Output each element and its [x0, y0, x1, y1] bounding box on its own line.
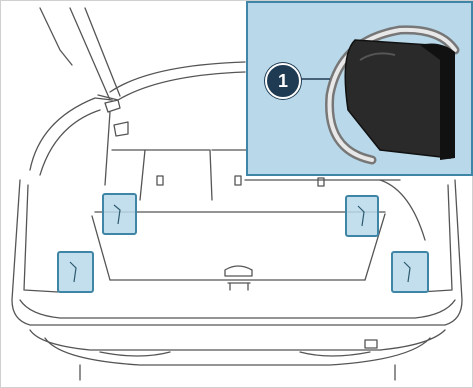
marker-upper-right [346, 196, 378, 236]
callout-number-badge: 1 [265, 63, 301, 99]
